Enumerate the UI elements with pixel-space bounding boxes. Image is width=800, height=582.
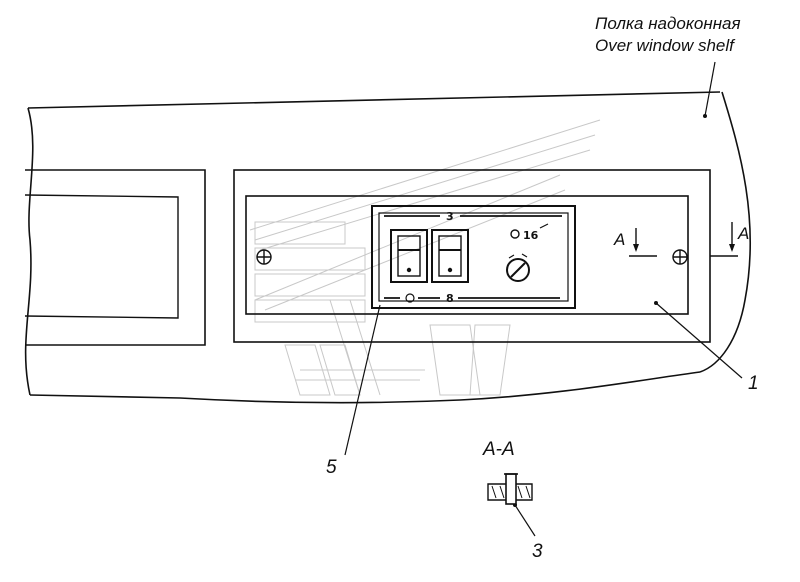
watermark — [249, 119, 601, 396]
screw-left-icon — [256, 249, 272, 265]
rotary-knob-icon — [506, 253, 530, 282]
section-view-a-a: A-A — [482, 439, 533, 505]
shelf-outline — [24, 91, 752, 404]
callout-1: 1 — [748, 373, 759, 394]
leader-lines — [344, 61, 743, 537]
shelf-label-ru: Полка надоконная — [595, 14, 741, 33]
screw-right-icon — [672, 249, 688, 265]
section-a-left-label: A — [613, 230, 625, 249]
panel-bottom-number: 8 — [446, 292, 454, 305]
control-panel: 3 8 — [371, 205, 576, 309]
section-marker-left: A — [613, 228, 657, 257]
rocker-switch-2 — [431, 229, 469, 283]
knob-number: 16 — [523, 229, 539, 242]
indicator-lamp-icon: 16 — [510, 223, 549, 242]
panel-top-number: 3 — [446, 210, 454, 223]
section-view-title: A-A — [482, 439, 515, 460]
section-a-right-label: A — [737, 224, 749, 243]
mounting-plate — [245, 195, 689, 315]
shelf-label-en: Over window shelf — [595, 36, 736, 55]
section-marker-right: A — [710, 222, 749, 257]
rocker-switch-1 — [390, 229, 428, 283]
window-opening — [24, 169, 206, 346]
callout-3: 3 — [532, 541, 543, 562]
callout-5: 5 — [326, 457, 337, 478]
